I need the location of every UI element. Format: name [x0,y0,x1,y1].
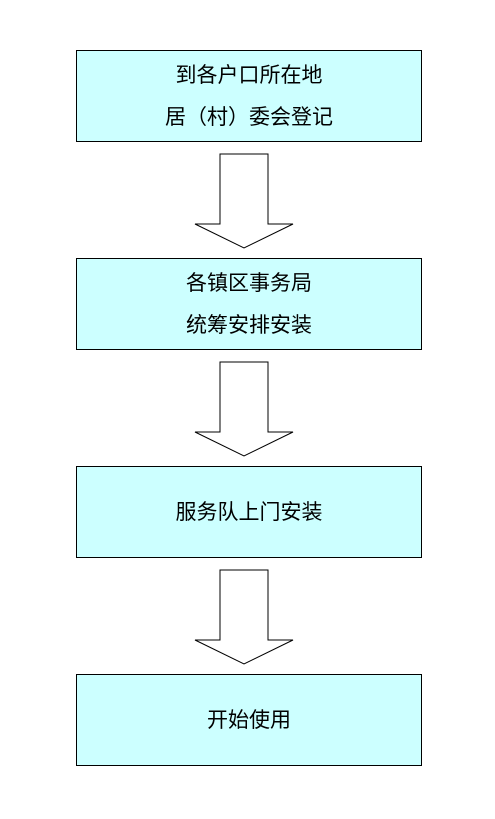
step-onsite-installation: 服务队上门安装 [76,466,422,558]
step-arrange-line-1: 各镇区事务局 [186,271,312,295]
step-arrange-installation: 各镇区事务局 统筹安排安装 [76,258,422,350]
down-arrow-icon [194,153,294,249]
step-register: 到各户口所在地 居（村）委会登记 [76,50,422,142]
step-onsite-line-1: 服务队上门安装 [175,500,323,524]
step-start-using: 开始使用 [76,674,422,766]
down-arrow-icon [194,569,294,665]
step-arrange-line-2: 统筹安排安装 [186,313,312,337]
down-arrow-icon [194,361,294,457]
step-register-line-1: 到各户口所在地 [175,63,323,87]
step-start-line-1: 开始使用 [207,708,291,732]
step-register-line-2: 居（村）委会登记 [165,105,333,129]
